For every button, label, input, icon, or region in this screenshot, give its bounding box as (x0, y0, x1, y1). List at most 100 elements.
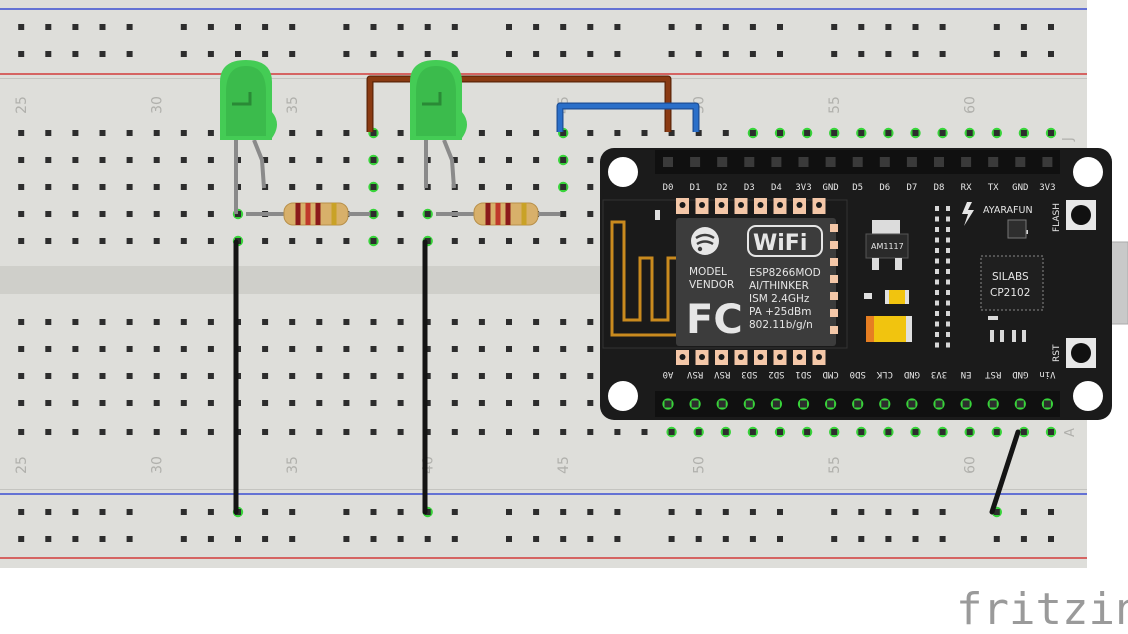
hole (180, 238, 187, 244)
hole (153, 184, 160, 190)
rail-hole (614, 51, 621, 57)
hole (370, 238, 377, 244)
hole (533, 319, 540, 325)
hole (451, 238, 458, 244)
flash-button[interactable] (1071, 205, 1091, 225)
hole (451, 157, 458, 163)
rail-hole (424, 51, 431, 57)
rail-hole (451, 509, 458, 515)
rail-hole (99, 509, 106, 515)
bottom-pin-label: RSV (686, 369, 703, 379)
rail-hole (99, 51, 106, 57)
smd-pad (935, 279, 939, 285)
rail-hole (749, 509, 756, 515)
hole (207, 184, 214, 190)
hole (560, 157, 567, 163)
module-pad-hole (757, 202, 764, 208)
module-pad-hole (718, 354, 725, 360)
cp2102-chip (980, 255, 1044, 311)
hole (533, 429, 540, 435)
smd-pad (1000, 330, 1004, 342)
hole (506, 130, 512, 136)
header-pin (854, 400, 862, 408)
rst-label: RST (1052, 344, 1062, 362)
rail-hole (370, 24, 377, 30)
rail-hole (668, 51, 675, 57)
rst-button[interactable] (1071, 343, 1091, 363)
hole (370, 211, 377, 217)
hole (424, 211, 431, 217)
bottom-pin-label: A0 (663, 369, 674, 379)
hole (180, 184, 187, 190)
module-side-pad (830, 241, 838, 249)
smd-pad (946, 237, 950, 243)
rail-hole (533, 536, 540, 542)
hole (478, 429, 485, 435)
esp-shield-can (676, 218, 836, 346)
module-pad-hole (796, 202, 803, 208)
header-pin (718, 400, 726, 408)
hole (478, 319, 485, 325)
rail-hole (885, 509, 892, 515)
led-2-lens (416, 66, 456, 136)
module-side-pad (830, 275, 838, 283)
rail-hole (912, 24, 919, 30)
hole (289, 130, 296, 136)
hole (180, 211, 187, 217)
top-pin-label: D4 (771, 183, 782, 193)
smd-pad (946, 342, 950, 348)
smd-pad (935, 342, 939, 348)
rail-hole (777, 51, 783, 57)
hole (397, 346, 404, 352)
mount-hole-tr (1073, 157, 1103, 187)
top-pin-label: D2 (717, 183, 728, 193)
top-pin-label: D5 (852, 183, 863, 193)
hole (207, 429, 214, 435)
resistor-band (521, 203, 527, 225)
hole (912, 130, 919, 136)
maker-label: AYARAFUN (983, 205, 1033, 216)
blue-wire (557, 103, 699, 132)
hole (804, 130, 811, 136)
module-side-pad (830, 292, 838, 300)
hole (424, 373, 431, 379)
hole (262, 429, 269, 435)
hole (587, 429, 594, 435)
module-top-pads (676, 198, 826, 214)
hole (451, 400, 458, 406)
smd-pad (946, 332, 950, 337)
header-pin (772, 400, 780, 408)
rail-hole (587, 51, 594, 57)
rail-hole (722, 536, 729, 542)
rail-hole (506, 509, 512, 515)
rail-hole (289, 536, 296, 542)
column-number: 30 (150, 456, 166, 474)
hole (126, 319, 133, 325)
hole (18, 373, 25, 379)
hole (533, 238, 540, 244)
hole (506, 429, 512, 435)
hole (343, 400, 350, 406)
top-pin-label: D7 (906, 183, 917, 193)
hole (207, 319, 214, 325)
hole (722, 429, 729, 435)
rail-hole (749, 24, 756, 30)
rail-hole (560, 24, 567, 30)
hole (668, 429, 675, 435)
rail-hole (343, 509, 350, 515)
rail-hole (343, 536, 350, 542)
header-pin (771, 157, 782, 167)
rail-hole (451, 51, 458, 57)
hole (316, 400, 323, 406)
hole (72, 319, 79, 325)
rail-hole (99, 24, 106, 30)
top-pin-label: GND (1012, 183, 1028, 193)
hole (207, 130, 214, 136)
hole (506, 238, 512, 244)
rail-hole (1020, 51, 1027, 57)
hole (72, 130, 79, 136)
rail-hole (424, 536, 431, 542)
row-label-j: J (1061, 137, 1076, 142)
